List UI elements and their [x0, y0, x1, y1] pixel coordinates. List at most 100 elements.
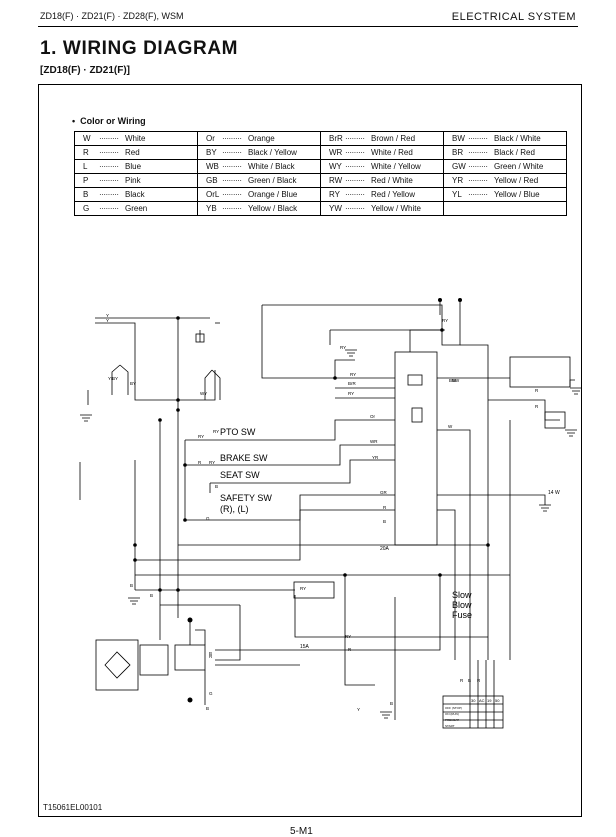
wire-label: GR — [380, 490, 388, 495]
wire-label: YL — [108, 376, 114, 381]
legend-color-name: Pink — [125, 176, 141, 185]
slow-blow-label-1: Slow — [452, 590, 472, 600]
wire-label: G — [206, 516, 210, 521]
legend-code: WY — [329, 162, 342, 171]
wire-label: B — [150, 593, 153, 598]
legend-dots: ········· — [345, 148, 365, 157]
rectifier-bridge — [104, 651, 131, 679]
legend-color-name: Black / Yellow — [248, 148, 297, 157]
seat-switch-label: SEAT SW — [220, 470, 260, 480]
wire — [210, 459, 395, 484]
legend-code: BW — [452, 134, 465, 143]
wire-label: RY — [442, 318, 448, 323]
wire-label: RY — [350, 372, 356, 377]
ground-symbol — [539, 504, 551, 512]
slow-blow-label-2: Blow — [452, 600, 472, 610]
wire — [185, 419, 395, 441]
wire-label: G — [209, 691, 213, 696]
wire — [540, 494, 546, 505]
wire-label: BY — [130, 381, 136, 386]
legend-cell: BrR·········Brown / Red — [320, 131, 444, 146]
ground-symbol — [380, 711, 392, 719]
fuse-15a-label: 15A — [300, 644, 310, 650]
legend-color-name: White / Yellow — [371, 162, 421, 171]
wire — [294, 595, 488, 638]
legend-dots: ········· — [345, 134, 365, 143]
legend-code: OrL — [206, 190, 220, 199]
legend-dots: ········· — [99, 134, 119, 143]
legend-cell: BR·········Black / Red — [443, 145, 567, 160]
ground-symbol — [345, 349, 357, 357]
key-table-row: ON (RUN) — [445, 712, 459, 716]
wire-label: RY — [300, 586, 306, 591]
legend-code: YW — [329, 204, 342, 213]
legend-dots: ········· — [222, 190, 242, 199]
legend-dots: ········· — [99, 204, 119, 213]
wire — [437, 509, 456, 660]
legend-color-name: White — [125, 134, 146, 143]
junction — [187, 697, 193, 703]
junction — [133, 543, 137, 547]
legend-cell: GW·········Green / White — [443, 159, 567, 174]
legend-code: G — [83, 204, 90, 213]
legend-dots: ········· — [345, 162, 365, 171]
diagram-frame — [38, 84, 582, 817]
legend-code: BrR — [329, 134, 343, 143]
wire-label: WR — [370, 439, 378, 444]
wire-label: RY — [340, 345, 346, 350]
wire-label: R — [477, 678, 481, 683]
legend-dots: ········· — [99, 176, 119, 185]
legend-color-name: Yellow / Blue — [494, 190, 540, 199]
wire-label: R — [535, 404, 539, 409]
legend-cell — [443, 201, 567, 216]
legend-cell: G ········· Green — [74, 201, 198, 216]
wire-label: B — [215, 484, 218, 489]
header-section: ELECTRICAL SYSTEM — [451, 11, 576, 23]
key-table-row: OFF (STOP) — [445, 706, 462, 710]
wire-label: WY — [200, 391, 207, 396]
junction — [183, 518, 187, 522]
brake-switch-label: BRAKE SW — [220, 453, 268, 463]
wire — [469, 660, 495, 696]
legend-dots: ········· — [468, 134, 488, 143]
wire-label: Y — [106, 313, 109, 318]
junction — [158, 588, 162, 592]
junction — [133, 558, 137, 562]
legend-code: L — [83, 162, 88, 171]
legend-color-name: White / Black — [248, 162, 295, 171]
page-subtitle: [ZD18(F) · ZD21(F)] — [40, 65, 130, 76]
wire-label: B — [130, 583, 133, 588]
pto-switch-label: PTO SW — [220, 427, 256, 437]
legend-code: YR — [452, 176, 464, 185]
legend-color-name: Green — [125, 204, 148, 213]
legend-color-name: Orange / Blue — [248, 190, 298, 199]
key-table-col: 50 — [495, 698, 500, 703]
ground-symbol — [570, 387, 582, 395]
junction — [176, 316, 180, 320]
wire — [135, 509, 395, 561]
wire-label: B — [206, 706, 209, 711]
legend-code: WR — [329, 148, 343, 157]
junction — [343, 573, 347, 577]
wire-label: Y — [106, 318, 109, 323]
wire-label: Y — [357, 707, 360, 712]
legend-code: RW — [329, 176, 343, 185]
fuse-block — [293, 581, 335, 599]
wires — [79, 300, 582, 729]
header-models: ZD18(F) · ZD21(F) · ZD28(F), WSM — [40, 11, 184, 21]
junction — [440, 328, 444, 332]
diagram-labels: PTO SW BRAKE SW SEAT SW SAFETY SW (R), (… — [220, 427, 472, 620]
wire — [262, 300, 461, 346]
legend-code: YL — [452, 190, 462, 199]
legend-code: YB — [206, 204, 217, 213]
slow-blow-label-3: Fuse — [452, 610, 472, 620]
control-unit — [394, 351, 438, 546]
legend-title-text: Color or Wiring — [80, 116, 146, 126]
wire-label: BrR — [348, 381, 357, 386]
junction — [158, 418, 162, 422]
wire-label: R — [209, 654, 213, 659]
legend-code: GB — [206, 176, 218, 185]
key-table-col: 19 — [487, 698, 492, 703]
